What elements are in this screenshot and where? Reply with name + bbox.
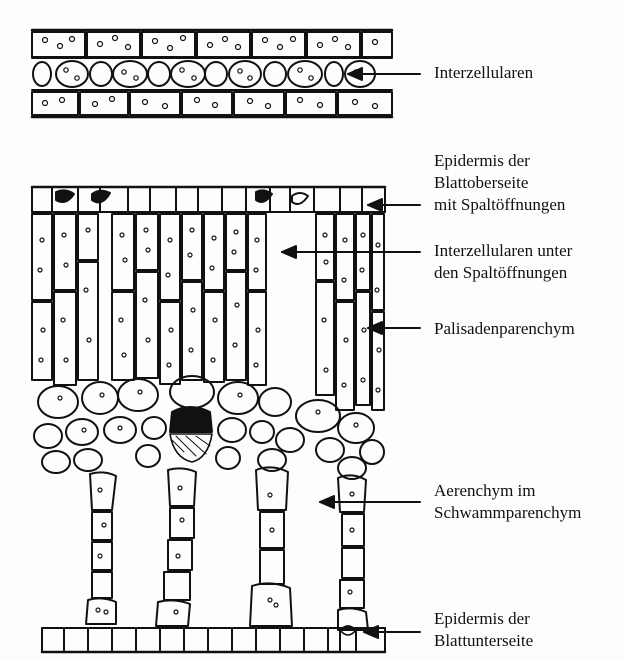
label-interzellularen: Interzellularen — [434, 62, 533, 84]
label-epidermis-unterseite-line2: Blattunterseite — [434, 630, 533, 652]
label-epidermis-oberseite: Epidermis der Blattoberseite mit Spaltöf… — [434, 150, 565, 216]
aerenchyma-cell-chains — [86, 467, 368, 630]
label-interzellularen-unter-line1: Interzellularen unter — [434, 240, 572, 262]
label-epidermis-unterseite: Epidermis der Blattunterseite — [434, 608, 533, 652]
lower-epidermis — [42, 626, 385, 652]
label-arrows — [282, 68, 420, 638]
surface-section-strip — [32, 30, 392, 117]
label-palisadenparenchym: Palisadenparenchym — [434, 318, 575, 340]
label-epidermis-oberseite-line2: Blattoberseite — [434, 172, 565, 194]
label-palisadenparenchym-text: Palisadenparenchym — [434, 318, 575, 340]
label-epidermis-unterseite-line1: Epidermis der — [434, 608, 533, 630]
upper-epidermis — [32, 187, 385, 212]
spongy-parenchyma-upper — [34, 376, 384, 479]
label-aerenchym-line2: Schwammparenchym — [434, 502, 581, 524]
label-interzellularen-unter: Interzellularen unter den Spaltöffnungen — [434, 240, 572, 284]
label-interzellularen-unter-line2: den Spaltöffnungen — [434, 262, 572, 284]
label-aerenchym: Aerenchym im Schwammparenchym — [434, 480, 581, 524]
label-epidermis-oberseite-line3: mit Spaltöffnungen — [434, 194, 565, 216]
xylem — [170, 407, 212, 432]
phloem — [170, 434, 212, 462]
label-interzellularen-text: Interzellularen — [434, 62, 533, 84]
label-epidermis-oberseite-line1: Epidermis der — [434, 150, 565, 172]
label-aerenchym-line1: Aerenchym im — [434, 480, 581, 502]
